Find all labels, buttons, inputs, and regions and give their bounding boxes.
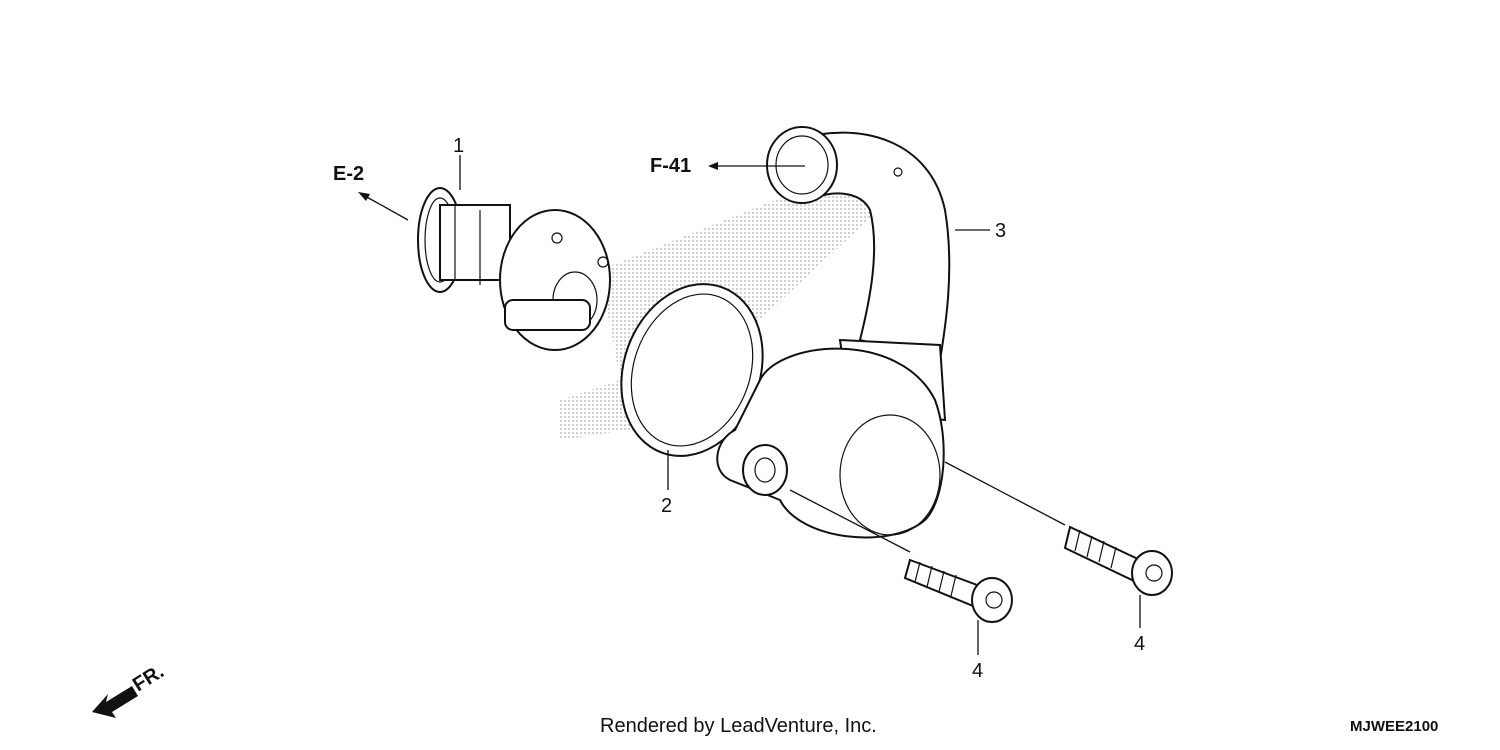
callout-3: 3: [995, 220, 1006, 242]
callout-2: 2: [661, 495, 672, 517]
front-arrow-icon: [92, 686, 138, 718]
ref-f41[interactable]: F-41: [650, 155, 691, 177]
diagram-code: MJWEE2100: [1350, 718, 1438, 735]
ref-e2[interactable]: E-2: [333, 163, 364, 185]
callout-4-left: 4: [972, 660, 983, 682]
callout-4-right: 4: [1134, 633, 1145, 655]
bolt-left-part[interactable]: [903, 558, 1013, 623]
callout-1: 1: [453, 135, 464, 157]
thermostat-cover-part[interactable]: [716, 126, 951, 539]
footer-credit: Rendered by LeadVenture, Inc.: [600, 715, 877, 737]
bolt-right-part[interactable]: [1063, 525, 1173, 596]
leader-lines: [358, 155, 1141, 655]
thermostat-part[interactable]: [417, 187, 611, 351]
